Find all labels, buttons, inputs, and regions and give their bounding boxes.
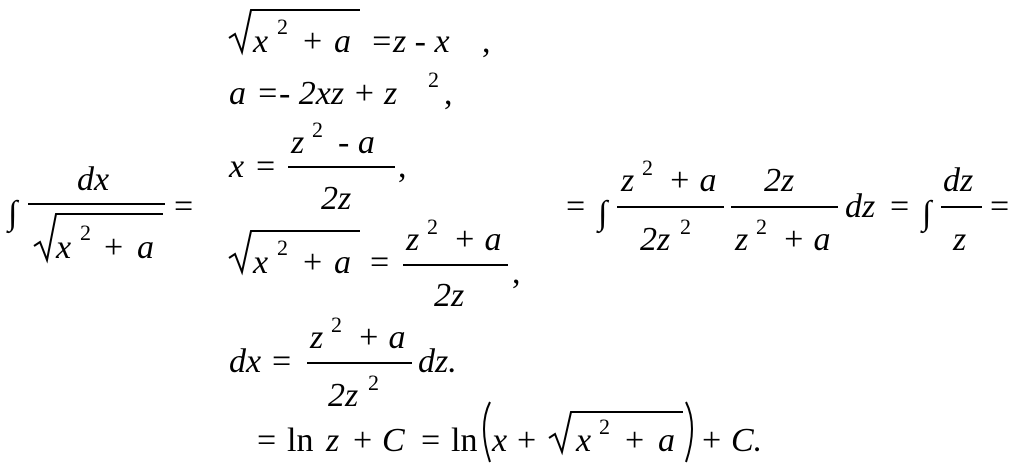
chain-integral-1: ∫: [596, 195, 610, 234]
final-z: z: [325, 422, 339, 459]
sub3-denominator: 2z: [321, 180, 351, 217]
sub4-num-rest: + a: [453, 221, 501, 258]
final-plus-2: +: [517, 422, 536, 459]
chain-equals-3: =: [990, 188, 1009, 225]
sub5-den-exp: 2: [368, 370, 379, 395]
f1-num-exp: 2: [642, 155, 653, 180]
sub1-a: a: [334, 23, 351, 60]
sub4-comma: ,: [512, 254, 521, 291]
sub3-num-exp: 2: [312, 117, 323, 142]
sub1-comma: ,: [482, 23, 491, 60]
f3-denominator: z: [952, 221, 966, 258]
sub1-sqrt-sign: [228, 9, 360, 56]
sub2-rhs: =- 2xz + z: [256, 75, 397, 112]
sub1-plus: +: [303, 23, 322, 60]
sub4-exp: 2: [277, 235, 288, 260]
lhs-numerator: dx: [77, 161, 109, 198]
sub-line-2: a =- 2xz + z 2 ,: [229, 67, 453, 112]
lhs-den-a: a: [137, 229, 154, 266]
sub2-exp: 2: [428, 67, 439, 92]
sub2-comma: ,: [444, 75, 453, 112]
sub5-den-z: 2z: [328, 377, 358, 414]
sub3-comma: ,: [398, 148, 407, 185]
f2-numerator: 2z: [764, 162, 794, 199]
sub3-num-z: z: [290, 124, 304, 161]
lhs-den-plus: +: [104, 229, 123, 266]
chain-equals-2: =: [890, 188, 909, 225]
sub3-num-rest: - a: [338, 124, 375, 161]
final-root-a: a: [658, 422, 675, 459]
sub3-equals: =: [256, 148, 275, 185]
final-plus-1: +: [353, 422, 372, 459]
sub2-a: a: [229, 75, 246, 112]
sub4-a: a: [334, 244, 351, 281]
chain-dz: dz: [845, 188, 875, 225]
final-ln-2: ln: [451, 422, 477, 459]
sub1-x: x: [252, 23, 268, 60]
sub5-dx: dx: [229, 343, 261, 380]
sub5-equals: =: [272, 343, 291, 380]
sub4-num-exp: 2: [427, 214, 438, 239]
final-root-plus: +: [625, 422, 644, 459]
final-C-period: C.: [731, 422, 762, 459]
sub4-sqrt-sign: [228, 230, 360, 276]
lhs-den-exp: 2: [80, 220, 91, 245]
final-x: x: [491, 422, 507, 459]
sub3-x: x: [228, 148, 244, 185]
final-sqrt-sign: [548, 411, 683, 456]
f1-den-z: 2z: [640, 221, 670, 258]
sub5-num-z: z: [309, 319, 323, 356]
f2-den-z: z: [734, 221, 748, 258]
f2-den-exp: 2: [756, 214, 767, 239]
sub4-equals: =: [370, 244, 389, 281]
sub-line-4: x 2 + a = z 2 + a 2z ,: [228, 214, 521, 314]
sub4-plus: +: [303, 244, 322, 281]
sub1-rhs: =z - x: [370, 23, 450, 60]
final-ln-1: ln: [287, 422, 313, 459]
integral-sign: ∫: [6, 195, 20, 234]
final-result-line: = ln z + C = ln x + x 2 + a + C.: [257, 401, 762, 463]
sub5-num-exp: 2: [331, 312, 342, 337]
sub-line-5: dx = z 2 + a 2z 2 dz.: [229, 312, 457, 414]
final-plus-3: +: [702, 422, 721, 459]
f3-numerator: dz: [943, 162, 973, 199]
final-root-exp: 2: [599, 414, 610, 439]
final-right-paren: [685, 401, 693, 463]
final-equals-1: =: [257, 422, 276, 459]
integral-chain: = ∫ z 2 + a 2z 2 2z z 2 + a dz = ∫ dz z …: [566, 155, 1009, 258]
sub4-denominator: 2z: [434, 277, 464, 314]
sub1-exp: 2: [277, 14, 288, 39]
lhs-den-x: x: [55, 229, 71, 266]
f1-num-z: z: [620, 162, 634, 199]
lhs-sqrt-sign: [33, 213, 163, 264]
sub5-tail: dz.: [418, 343, 457, 380]
f2-den-rest: + a: [782, 221, 830, 258]
lhs-integral-expression: ∫ dx x 2 + a =: [6, 161, 193, 266]
sub-line-3: x = z 2 - a 2z ,: [228, 117, 407, 217]
chain-integral-2: ∫: [920, 195, 934, 234]
sub-line-1: x 2 + a =z - x ,: [228, 9, 491, 60]
final-left-paren: [483, 401, 491, 463]
f1-den-exp: 2: [680, 214, 691, 239]
final-equals-2: =: [421, 422, 440, 459]
chain-equals-1: =: [566, 188, 585, 225]
final-root-x: x: [575, 422, 591, 459]
f1-num-rest: + a: [668, 162, 716, 199]
sub4-num-z: z: [405, 221, 419, 258]
sub5-num-rest: + a: [357, 319, 405, 356]
sub4-x: x: [252, 244, 268, 281]
final-C: C: [382, 422, 405, 459]
lhs-equals: =: [174, 188, 193, 225]
